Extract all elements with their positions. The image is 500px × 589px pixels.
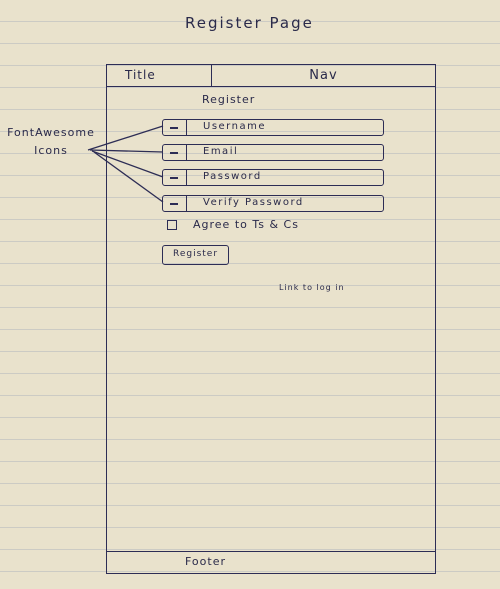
verify-password-field[interactable]: Verify Password xyxy=(162,195,384,212)
annotation-line-2: Icons xyxy=(34,144,68,157)
header-title[interactable]: Title xyxy=(107,65,212,86)
password-placeholder: Password xyxy=(203,171,262,182)
annotation-line-1: FontAwesome xyxy=(7,126,95,139)
email-icon xyxy=(163,145,187,160)
header-nav[interactable]: Nav xyxy=(309,68,338,83)
header-bar: Title Nav xyxy=(107,65,435,87)
username-icon xyxy=(163,120,187,135)
email-placeholder: Email xyxy=(203,146,239,157)
register-button[interactable]: Register xyxy=(162,245,229,265)
password-field[interactable]: Password xyxy=(162,169,384,186)
page-title: Register Page xyxy=(185,14,314,32)
icons-annotation: FontAwesome Icons xyxy=(6,124,96,160)
verify-password-icon xyxy=(163,196,187,211)
email-field[interactable]: Email xyxy=(162,144,384,161)
agree-terms-label: Agree to Ts & Cs xyxy=(193,218,299,231)
wireframe-page: Title Nav Register Username Email Passwo… xyxy=(106,64,436,574)
login-link[interactable]: Link to log in xyxy=(279,283,345,292)
username-placeholder: Username xyxy=(203,121,266,132)
agree-terms-checkbox[interactable] xyxy=(167,220,177,230)
password-icon xyxy=(163,170,187,185)
footer-label: Footer xyxy=(185,555,226,568)
form-heading: Register xyxy=(202,93,256,106)
footer-bar: Footer xyxy=(107,551,435,573)
username-field[interactable]: Username xyxy=(162,119,384,136)
verify-password-placeholder: Verify Password xyxy=(203,197,304,208)
agree-terms-row: Agree to Ts & Cs xyxy=(167,218,299,231)
